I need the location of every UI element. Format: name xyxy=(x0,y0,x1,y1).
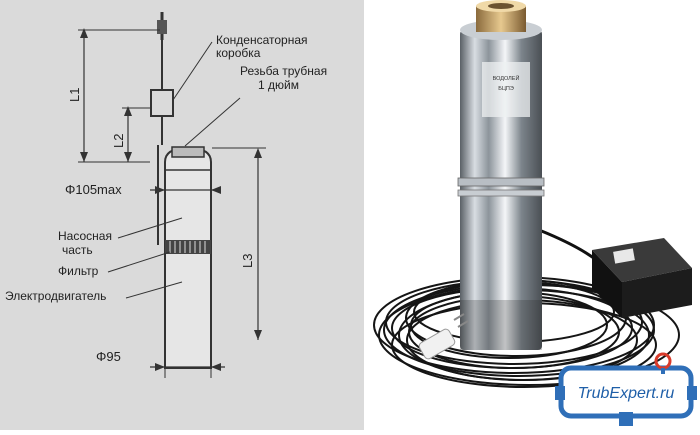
watermark-logo: TrubExpert.ru xyxy=(555,352,697,426)
pump-body xyxy=(164,146,212,369)
pump-product-photo: ВОДОЛЕЙ БЦПЭ xyxy=(364,0,700,430)
leader-thread xyxy=(184,97,241,147)
leader-pump-part xyxy=(117,217,183,239)
pump-label-line1: ВОДОЛЕЙ xyxy=(493,74,520,82)
watermark-text: TrubExpert.ru xyxy=(578,385,675,402)
d95-arrow-right xyxy=(211,363,221,371)
pump-part-label-line2: часть xyxy=(62,243,93,257)
L3-arrow-bottom xyxy=(254,330,262,340)
d95-label: Φ95 xyxy=(96,349,121,364)
L1-arrow-bottom xyxy=(80,152,88,162)
thread-outlet xyxy=(171,146,205,158)
filter-slots xyxy=(169,241,206,253)
d95-arrow-left xyxy=(155,363,165,371)
L2-arrow-bottom xyxy=(124,152,132,162)
leader-motor xyxy=(125,281,183,299)
L3-label: L3 xyxy=(240,254,255,268)
pump-dimension-diagram: L1 L2 L3 Φ105max Φ95 Конденсаторная xyxy=(0,0,364,430)
L2-label: L2 xyxy=(111,134,126,148)
motor-label: Электродвигатель xyxy=(5,289,106,303)
power-plug xyxy=(418,313,469,360)
L1-label: L1 xyxy=(67,88,82,102)
d105-label: Φ105max xyxy=(65,182,122,197)
watermark-pipe-left xyxy=(555,386,565,400)
photo-illustration: ВОДОЛЕЙ БЦПЭ xyxy=(373,0,692,388)
trubexpert-watermark: TrubExpert.ru xyxy=(553,352,700,430)
condenser-box-label-line2: коробка xyxy=(216,46,261,60)
thread-label-line2: 1 дюйм xyxy=(258,78,299,92)
pump-part-label-line1: Насосная xyxy=(58,229,112,243)
cable-plug xyxy=(157,20,167,34)
cable-to-box xyxy=(538,228,600,264)
d105-arrow-left xyxy=(155,186,165,194)
leader-filter xyxy=(107,251,171,273)
d105-arrow-right xyxy=(211,186,221,194)
condenser-box-label-line1: Конденсаторная xyxy=(216,33,308,47)
watermark-pipe-right xyxy=(687,386,697,400)
thread-label-line1: Резьба трубная xyxy=(240,64,327,78)
condenser-box xyxy=(150,89,174,117)
pump-unit: ВОДОЛЕЙ БЦПЭ xyxy=(457,0,545,350)
L1-arrow-top xyxy=(80,28,88,38)
leader-condenser xyxy=(172,41,213,101)
diagram-drawing: L1 L2 L3 Φ105max Φ95 Конденсаторная xyxy=(5,12,327,378)
control-box xyxy=(592,238,692,318)
watermark-pipe-bottom xyxy=(619,412,633,426)
filter-band xyxy=(165,240,211,254)
L2-arrow-top xyxy=(124,106,132,116)
filter-label: Фильтр xyxy=(58,264,99,278)
L3-arrow-top xyxy=(254,148,262,158)
pump-label-line2: БЦПЭ xyxy=(498,86,514,92)
